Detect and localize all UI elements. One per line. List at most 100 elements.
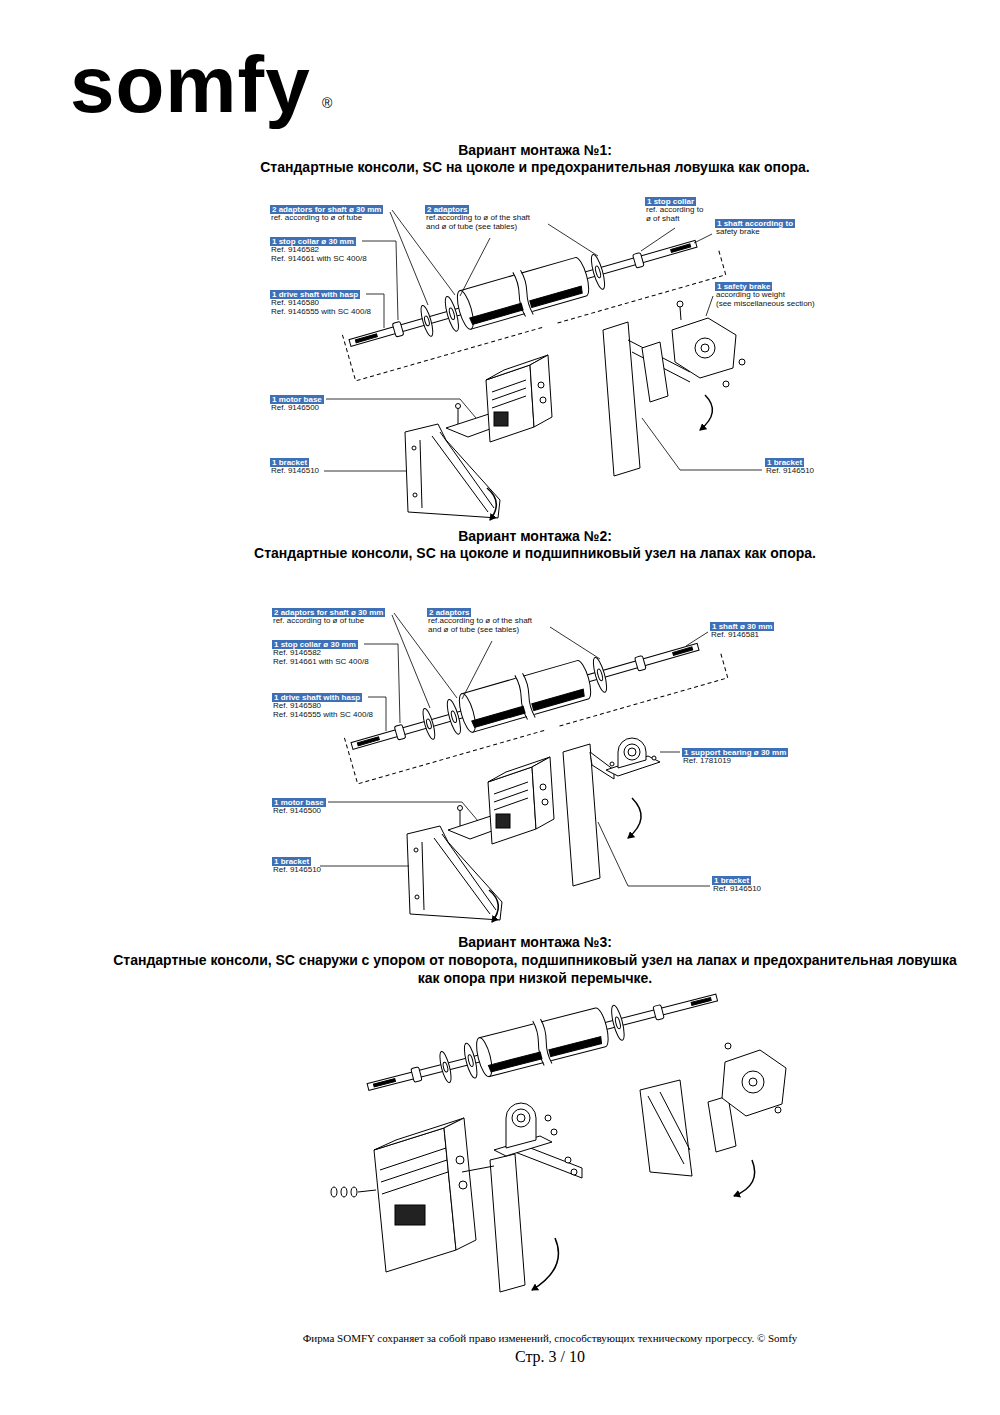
callout-tag: 1 motor baseRef. 9146500 [270, 395, 324, 413]
part-name: 1 drive shaft with hasp [272, 693, 362, 702]
right-bracket [652, 756, 656, 760]
part-reference: Ref. 9146555 with SC 400/8 [270, 308, 371, 317]
roller-shaft [346, 625, 705, 768]
part-reference: Ref. 9146510 [712, 885, 761, 894]
motor-and-bracket [545, 1115, 551, 1121]
right-bracket [701, 344, 709, 352]
callout-tag: 1 stop collar ø 30 mmRef. 9146582Ref. 91… [270, 237, 367, 263]
right-bracket [603, 301, 745, 476]
right-bracket [642, 342, 668, 402]
motor-and-bracket [331, 1103, 582, 1292]
motor-and-bracket [462, 1166, 494, 1172]
motor-and-bracket [351, 1187, 357, 1197]
part-name: 1 stop collar [645, 197, 696, 206]
part-reference: Ref. 914661 with SC 400/8 [270, 255, 367, 264]
motor-and-bracket [358, 1190, 376, 1192]
leader-line [686, 632, 708, 646]
part-name: 1 bracket [272, 857, 311, 866]
motor-and-bracket [517, 1114, 525, 1122]
part-reference: ref.according to ø of the shaft and ø of… [427, 617, 540, 634]
callout-tag: 1 bracketRef. 9146510 [712, 876, 761, 894]
part-reference: Ref. 9146581 [710, 631, 774, 640]
callout-tag: 1 support bearing ø 30 mmRef. 1781019 [682, 748, 788, 766]
part-reference: Ref. 914661 with SC 400/8 [272, 658, 369, 667]
section-heading: Вариант монтажа №3: [70, 934, 1000, 951]
callout-tag: 1 drive shaft with haspRef. 9146580Ref. … [270, 290, 371, 316]
section-subheading: Стандартные консоли, SC на цоколе и подш… [70, 545, 1000, 562]
part-reference: Ref. 9146580 [272, 702, 373, 711]
motor-and-bracket [459, 1181, 467, 1189]
part-name: 1 shaft according to [715, 219, 795, 228]
leader-line [660, 752, 680, 753]
leader-line [320, 613, 710, 886]
part-name: 1 safety brake [715, 282, 772, 291]
leader-line [324, 210, 762, 471]
section-heading: Вариант монтажа №1: [70, 142, 1000, 159]
right-bracket [640, 1080, 692, 1176]
right-bracket [628, 748, 636, 756]
callout-tag: 2 adaptorsref.according to ø of the shaf… [425, 205, 538, 231]
part-reference: safety brake [715, 228, 795, 237]
motor-and-bracket [565, 1157, 571, 1163]
right-bracket [680, 307, 681, 320]
part-reference: ref. according to ø of tube [270, 214, 383, 223]
part-reference: Ref. 9146500 [270, 404, 324, 413]
part-reference: Ref. 9146510 [270, 467, 319, 476]
right-bracket [640, 1043, 786, 1196]
part-name: 2 adaptors for shaft ø 30 mm [270, 205, 383, 214]
part-name: 1 bracket [712, 876, 751, 885]
right-bracket [739, 359, 745, 365]
part-reference: according to weight [715, 291, 815, 300]
part-reference: Ref. 1781019 [682, 757, 788, 766]
section-subheading: Стандартные консоли, SC на цоколе и пред… [70, 159, 1000, 176]
right-bracket [749, 1078, 757, 1086]
callout-tag: 2 adaptors for shaft ø 30 mmref. accordi… [272, 608, 385, 626]
dashed-outline [342, 229, 725, 381]
leader-line [548, 224, 598, 256]
leader-line [326, 399, 476, 418]
part-name: 1 drive shaft with hasp [270, 290, 360, 299]
callout-tag: 2 adaptorsref.according to ø of the shaf… [427, 608, 540, 634]
leader-line [706, 296, 713, 316]
part-reference: Ref. 9146510 [272, 866, 321, 875]
right-bracket [734, 1160, 755, 1196]
right-bracket [700, 395, 712, 430]
motor-and-bracket [456, 1156, 464, 1164]
motor-and-bracket [382, 1172, 448, 1194]
motor-and-bracket [341, 1187, 347, 1197]
motor-and-bracket [331, 1187, 337, 1197]
dashed-outline [344, 632, 727, 784]
right-bracket [695, 338, 715, 358]
part-reference: Ref. 9146580 [270, 299, 371, 308]
motor-and-bracket [571, 1169, 577, 1175]
motor-and-bracket [380, 1148, 446, 1170]
part-name: 1 bracket [765, 458, 804, 467]
footer-note: Фирма SOMFY сохраняет за собой право изм… [150, 1332, 950, 1345]
part-name: 1 shaft ø 30 mm [710, 622, 774, 631]
leader-line [392, 615, 430, 708]
part-reference: Ref. 9146582 [270, 246, 367, 255]
part-name: 1 stop collar ø 30 mm [272, 640, 358, 649]
callout-tag: 1 stop collarref. according to ø of shaf… [645, 197, 710, 223]
part-name: 1 support bearing ø 30 mm [682, 748, 788, 757]
part-reference: ref.according to ø of the shaft and ø of… [425, 214, 538, 231]
leader-line [328, 802, 478, 821]
right-bracket [618, 738, 646, 768]
part-reference: ref. according to ø of shaft [645, 206, 710, 223]
right-bracket [723, 381, 729, 387]
callout-tag: 2 adaptors for shaft ø 30 mmref. accordi… [270, 205, 383, 223]
part-reference: Ref. 9146582 [272, 649, 369, 658]
page-number: Стр. 3 / 10 [150, 1348, 950, 1366]
leader-line [694, 234, 712, 243]
motor-and-bracket [405, 355, 552, 520]
callout-tag: 1 motor baseRef. 9146500 [272, 798, 326, 816]
right-bracket [648, 1096, 684, 1164]
callout-tag: 1 bracketRef. 9146510 [270, 458, 319, 476]
right-bracket [603, 322, 640, 476]
right-bracket [624, 744, 640, 760]
leader-line [390, 212, 428, 305]
part-name: 1 stop collar ø 30 mm [270, 237, 356, 246]
part-reference: ref. according to ø of tube [272, 617, 385, 626]
part-name: 1 bracket [270, 458, 309, 467]
